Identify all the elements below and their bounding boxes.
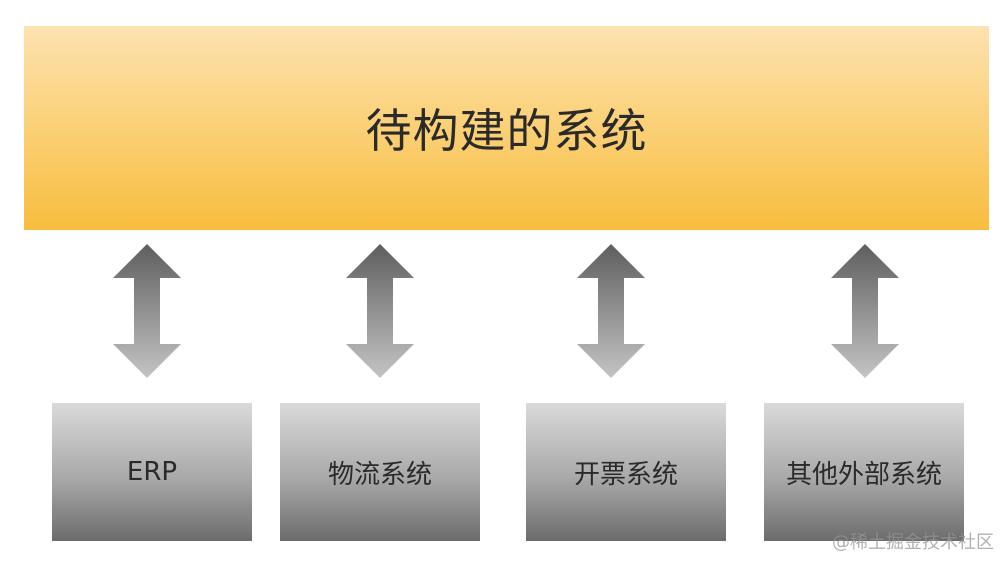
target-system-box: 待构建的系统 — [24, 26, 989, 230]
bidirectional-arrow-other — [831, 244, 899, 378]
external-system-logistics: 物流系统 — [280, 403, 480, 541]
external-system-invoicing: 开票系统 — [526, 403, 726, 541]
bidirectional-arrow-logistics — [346, 244, 414, 378]
bidirectional-arrow-erp — [113, 244, 181, 378]
bidirectional-arrow-invoicing — [577, 244, 645, 378]
target-system-title: 待构建的系统 — [365, 104, 648, 158]
external-system-other: 其他外部系统 — [764, 403, 964, 541]
external-system-label: 其他外部系统 — [785, 459, 942, 490]
watermark: @稀土掘金技术社区 — [832, 532, 994, 553]
double-arrow-icon — [831, 244, 899, 378]
external-system-label: 开票系统 — [573, 459, 678, 490]
external-system-erp: ERP — [52, 403, 252, 541]
external-system-label: ERP — [126, 457, 178, 487]
double-arrow-icon — [346, 244, 414, 378]
double-arrow-icon — [577, 244, 645, 378]
double-arrow-icon — [113, 244, 181, 378]
external-system-label: 物流系统 — [327, 459, 432, 490]
